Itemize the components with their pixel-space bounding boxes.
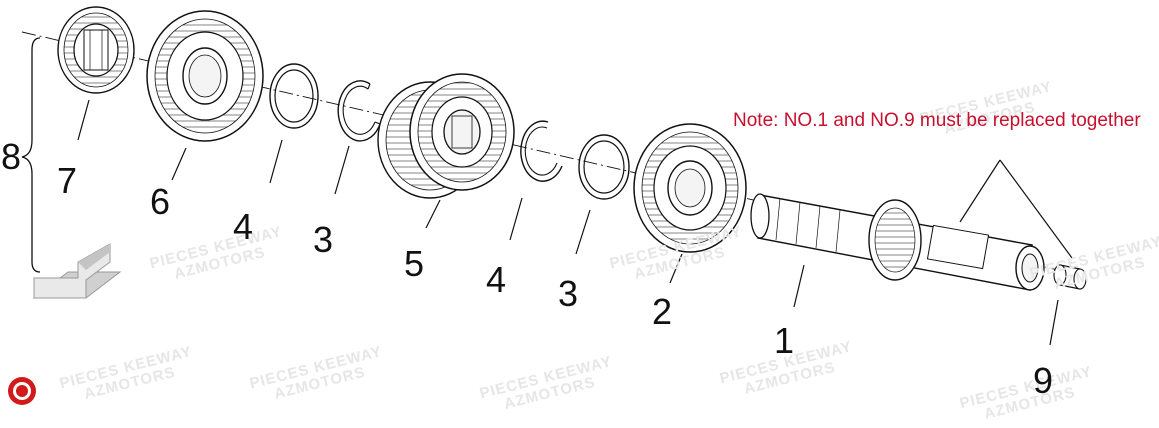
replacement-note: Note: NO.1 and NO.9 must be replaced tog… (733, 110, 1141, 131)
part-6-gear (146, 10, 264, 142)
part-5-gear (377, 73, 515, 199)
part-4-washer (269, 63, 319, 129)
part-3b-washer (578, 134, 630, 200)
part-2-gear (633, 123, 747, 253)
callout-4: 4 (232, 206, 254, 247)
callout-3b: 3 (557, 273, 579, 314)
callout-9: 9 (1032, 360, 1054, 401)
callout-1: 1 (773, 320, 795, 361)
direction-arrow-icon (32, 243, 122, 299)
leader-lines (77, 99, 1073, 346)
bracket-8 (21, 37, 41, 273)
callout-6: 6 (149, 181, 171, 222)
part-3-circlip (337, 80, 381, 142)
part-7-gear (57, 6, 135, 94)
callout-3: 3 (312, 219, 334, 260)
azmotors-logo (8, 377, 36, 405)
part-4b-ring (520, 120, 563, 182)
exploded-parts-diagram (8, 6, 1087, 405)
callout-4b: 4 (485, 259, 507, 300)
callout-8: 8 (0, 136, 22, 177)
part-1-shaft (750, 193, 1045, 291)
callout-7: 7 (56, 160, 78, 201)
callout-5: 5 (403, 243, 425, 284)
part-9-bushing (1053, 264, 1087, 290)
callout-2: 2 (651, 291, 673, 332)
